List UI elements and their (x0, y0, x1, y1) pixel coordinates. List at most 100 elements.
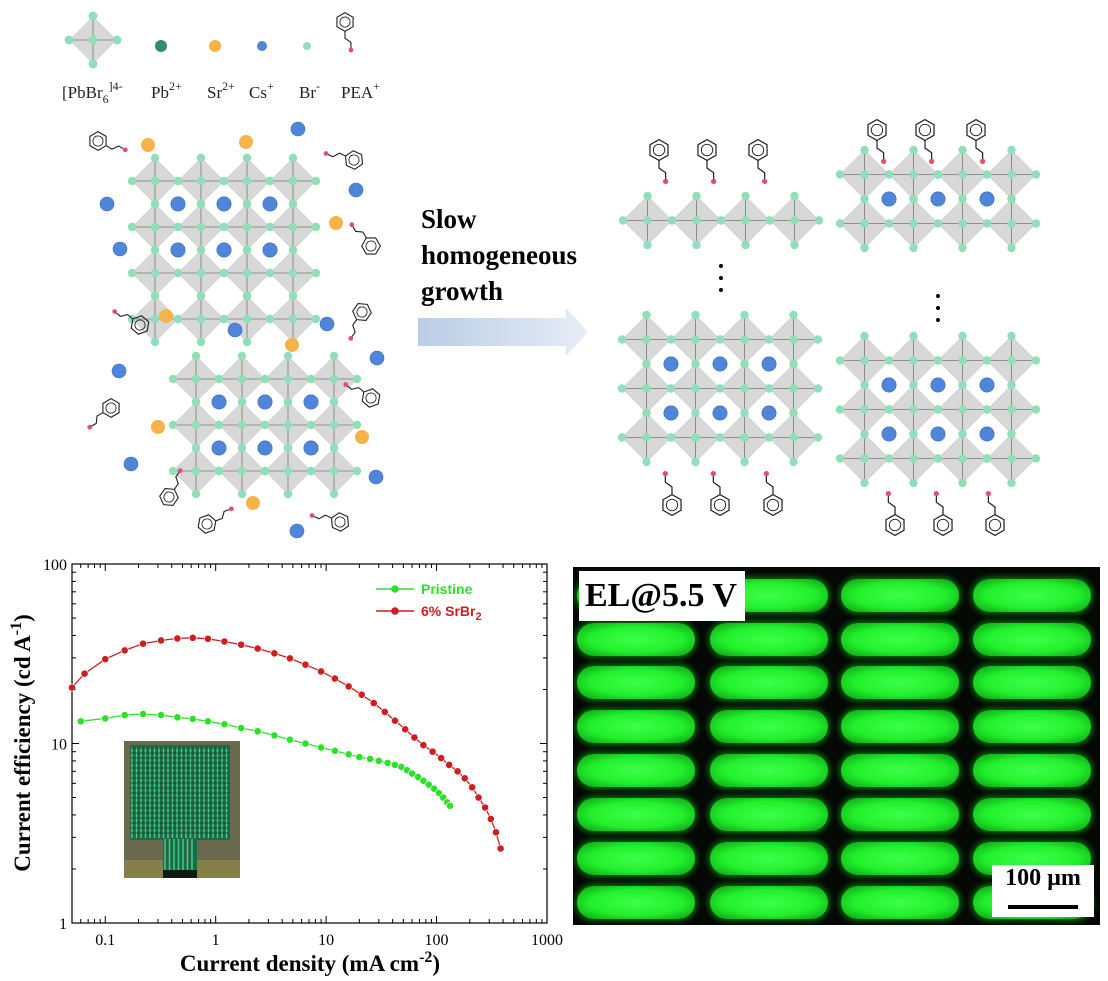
cs-ion (348, 182, 364, 198)
data-point (424, 780, 433, 789)
data-point (173, 713, 182, 722)
free-ions (87, 121, 385, 539)
cs-ion (123, 456, 139, 472)
pea-icon (763, 470, 783, 517)
ellipsis-dot (936, 318, 940, 322)
species-label: [PbBr6]4- (62, 79, 123, 106)
x-tick-label: 10 (318, 932, 334, 949)
data-point (410, 733, 419, 742)
emitting-pixel (577, 754, 695, 787)
species-label: Cs+ (249, 79, 274, 102)
data-point (357, 690, 366, 699)
sr-ion (141, 138, 155, 152)
pea-icon (985, 490, 1005, 537)
emitting-pixel (973, 798, 1091, 831)
data-point (468, 783, 477, 792)
data-point (317, 743, 325, 752)
emitting-pixel (577, 623, 695, 656)
data-point (401, 725, 410, 734)
emitting-pixel (710, 623, 828, 656)
sr-ion (355, 430, 369, 444)
pea-icon (710, 470, 730, 517)
ordered-lattices (617, 118, 1041, 537)
data-point (237, 724, 246, 732)
data-point (369, 699, 378, 707)
emitting-pixel (577, 710, 695, 743)
emitting-pixel (710, 754, 828, 787)
data-point (173, 634, 182, 643)
axis-ticks (71, 563, 548, 924)
emitting-pixel (577, 842, 695, 875)
device-photo-inset (124, 741, 240, 878)
data-point (203, 634, 212, 643)
pea-icon (349, 222, 381, 255)
emitting-pixel (577, 666, 695, 699)
sr-ion (239, 135, 253, 149)
x-tick-label: 0.1 (95, 932, 115, 949)
data-point (366, 755, 374, 763)
cs-ion (369, 350, 385, 366)
emitting-pixel (710, 798, 828, 831)
emitting-pixel (841, 842, 959, 875)
emitting-pixel (841, 579, 959, 612)
pea-icon (662, 470, 682, 517)
arrow-text-line-1: Slow (421, 204, 477, 234)
y-tick-label: 10 (51, 737, 67, 754)
data-point (68, 683, 76, 692)
data-point (414, 773, 422, 781)
data-point (344, 750, 353, 759)
pea-icon (867, 118, 887, 165)
emitting-pixel (710, 710, 828, 743)
emitting-pixel (577, 886, 695, 919)
species-label: Pb2+ (151, 79, 182, 102)
pea-icon (89, 131, 128, 153)
ellipsis-dot (719, 288, 723, 292)
data-point (374, 756, 383, 765)
data-point (80, 669, 89, 678)
data-point (344, 682, 353, 691)
data-point (391, 716, 399, 725)
cs-ion (111, 363, 127, 379)
data-point (437, 754, 446, 762)
data-point (253, 727, 262, 736)
emitting-pixel (841, 666, 959, 699)
pea-icon (336, 12, 354, 53)
emitting-pixel (710, 886, 828, 919)
pea-icon (348, 302, 372, 341)
sr-ion (246, 496, 260, 510)
emitting-pixel (710, 666, 828, 699)
species-label: Br- (299, 79, 320, 102)
perovskite-lattice (168, 351, 362, 499)
data-point (380, 707, 389, 716)
data-point (492, 828, 500, 837)
scale-bar-box: 100 µm (992, 865, 1094, 917)
y-tick-label: 1 (59, 916, 67, 933)
data-point (188, 715, 197, 723)
cs-ion (227, 322, 243, 338)
emitting-pixel (973, 579, 1091, 612)
scale-bar (1008, 905, 1078, 909)
perovskite-lattice (835, 145, 1041, 253)
data-point (139, 710, 147, 718)
data-point (157, 636, 165, 645)
pea-icon (915, 118, 935, 165)
pea-icon (748, 138, 768, 185)
perovskite-lattice (835, 331, 1041, 488)
emitting-pixel (841, 754, 959, 787)
data-point (496, 844, 505, 853)
cs-ion (289, 523, 305, 539)
data-point (203, 717, 212, 726)
cs-ion (290, 121, 306, 137)
data-point (460, 774, 469, 783)
emitting-pixel (973, 710, 1091, 743)
legend-marker (391, 585, 399, 593)
data-point (453, 767, 462, 776)
data-point (286, 654, 294, 663)
pea-icon (323, 150, 364, 170)
pea-icon (309, 512, 350, 532)
ellipsis-dot (936, 294, 940, 298)
pea-icon (649, 138, 669, 185)
random-lattices (127, 153, 362, 499)
